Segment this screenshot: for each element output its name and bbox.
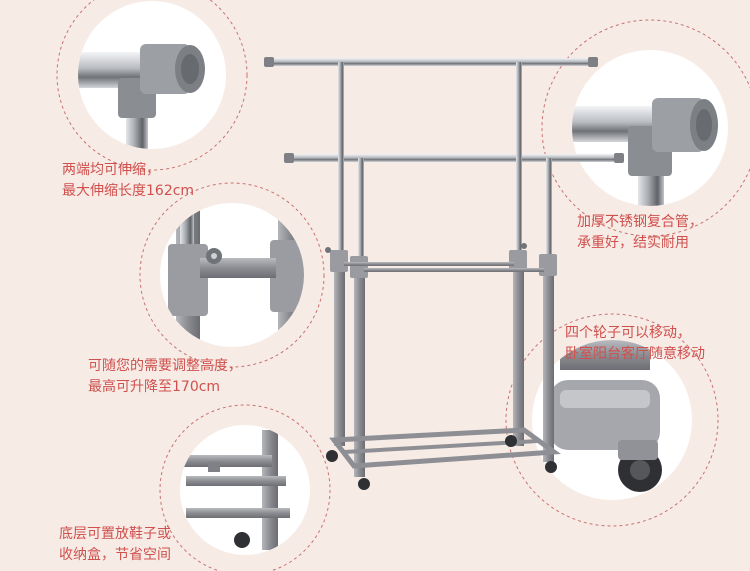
caption-bottom: 底层可置放鞋子或 收纳盒，节省空间 <box>59 524 171 566</box>
caption-bottom-line2: 收纳盒，节省空间 <box>59 547 171 563</box>
caption-telescopic-line2: 最大伸缩长度162cm <box>62 183 195 199</box>
caption-steel-line1: 加厚不锈钢复合管， <box>577 214 703 230</box>
ring-wheels <box>505 313 719 527</box>
caption-wheels-line1: 四个轮子可以移动， <box>565 325 691 341</box>
caption-telescopic: 两端均可伸缩， 最大伸缩长度162cm <box>62 160 194 202</box>
detail-telescopic-joint <box>78 44 205 149</box>
caption-bottom-line1: 底层可置放鞋子或 <box>59 526 171 542</box>
dashed-rings <box>56 0 750 571</box>
ring-bottom <box>159 404 331 571</box>
caption-height-line1: 可随您的需要调整高度， <box>88 358 242 374</box>
caption-telescopic-line1: 两端均可伸缩， <box>62 162 160 178</box>
caption-wheels-line2: 卧室阳台客厅随意移动 <box>565 346 705 362</box>
detail-caster-wheel <box>550 340 662 492</box>
detail-bottom-shelf <box>182 430 290 550</box>
ring-height <box>139 182 325 368</box>
ring-steel <box>541 19 750 237</box>
caption-height-line2: 最高可升降至170cm <box>88 379 221 395</box>
caption-height: 可随您的需要调整高度， 最高可升降至170cm <box>88 356 242 398</box>
detail-steel-tube <box>572 98 718 206</box>
ring-telescopic <box>56 0 248 171</box>
caption-steel: 加厚不锈钢复合管， 承重好，结实耐用 <box>577 212 703 254</box>
clothes-rack <box>264 57 624 490</box>
caption-wheels: 四个轮子可以移动， 卧室阳台客厅随意移动 <box>565 323 705 365</box>
caption-steel-line2: 承重好，结实耐用 <box>577 235 689 251</box>
